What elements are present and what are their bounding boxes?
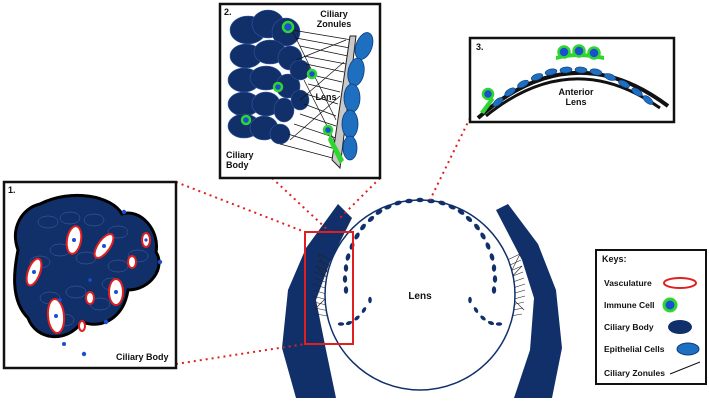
callout-lines [175,117,471,365]
panel-2-zonules-label-1: Ciliary [320,9,348,19]
panel-3: 3. Anterior Lens [468,36,676,124]
key-label-ciliary-zonules: Ciliary Zonules [604,368,665,378]
panel-3-number: 3. [476,42,484,52]
panel-3-epithelial-cells [492,66,654,107]
keys-legend: Keys: Vasculature Immune Cell Ciliary Bo… [595,249,707,385]
lens-label: Lens [408,291,432,302]
key-label-immune-cell: Immune Cell [604,300,655,310]
panel-2-number: 2. [224,7,232,17]
panel-3-immune-cells [481,44,601,101]
panel-1-immune-cells [32,209,163,357]
panel-2-zonules-label-2: Zonules [317,19,352,29]
panel-2-lens-label: Lens [315,92,336,102]
panel-2: 2. Ciliary Zonules Lens Ciliary Body [218,2,382,180]
key-label-epithelial-cells: Epithelial Cells [604,344,665,354]
panel-1-label: Ciliary Body [116,352,169,362]
zonule-line-icon [669,361,701,375]
key-label-vasculature: Vasculature [604,278,652,288]
vasculature-icon [663,277,697,289]
panel-2-body-label-1: Ciliary [226,150,254,160]
panel-2-body-label-2: Body [226,160,249,170]
keys-title: Keys: [602,254,627,264]
ciliary-body-right [496,204,562,398]
panel-3-immune-trail [480,96,494,114]
panel-2-immune-trail [328,134,344,164]
immune-cell-icon [662,297,678,313]
panel-3-label-1: Anterior [558,87,594,97]
panel-1-number: 1. [8,185,16,195]
ciliary-body-icon [668,320,692,334]
keys-frame [595,249,707,385]
panel-1: 1. Ciliary Body [2,180,178,370]
panel-3-label-2: Lens [565,97,586,107]
eye-schematic: Lens [282,197,562,398]
key-label-ciliary-body: Ciliary Body [604,322,654,332]
panel-2-immune-cells [240,20,334,136]
panel-2-zonules [279,29,353,161]
panel-2-epithelial-cells [341,32,374,161]
epithelial-cell-icon [676,342,700,356]
